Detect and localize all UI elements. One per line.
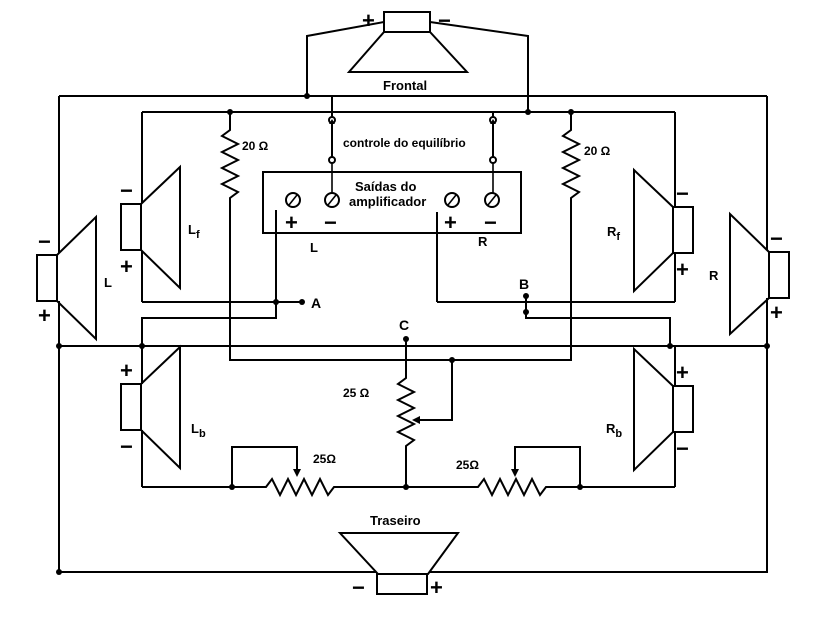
speaker-lf-sub: f — [196, 229, 200, 241]
speaker-rf-minus: − — [676, 181, 689, 206]
speaker-rf-icon — [633, 167, 694, 294]
speaker-lb-plus: + — [120, 358, 133, 383]
right-speaker-wiring — [667, 298, 770, 487]
bottom-potentiometer-left — [142, 446, 406, 498]
amplifier-label-line2: amplificador — [349, 194, 426, 209]
frontal-minus: − — [438, 8, 451, 33]
speaker-l-icon — [36, 214, 97, 342]
amplifier-label-line1: Saídas do — [355, 179, 416, 194]
speaker-r-plus: + — [770, 300, 783, 325]
traseiro-plus: + — [430, 575, 443, 600]
speaker-lf-plus: + — [120, 254, 133, 279]
speaker-l-plus: + — [38, 303, 51, 328]
speaker-rb-sub: b — [615, 428, 622, 440]
balance-control-label: controle do equilíbrio — [343, 136, 466, 150]
amp-r-minus: − — [484, 210, 497, 235]
point-c-label: C — [399, 317, 409, 333]
speaker-rf-sub: f — [616, 231, 620, 243]
resistor-20-left — [219, 112, 443, 361]
amp-r-plus: + — [444, 210, 457, 235]
amplifier-box — [262, 171, 522, 234]
balance-control-switches — [328, 116, 497, 193]
left-speaker-wiring — [56, 301, 145, 487]
speaker-lb-label: Lb — [191, 421, 206, 440]
traseiro-label: Traseiro — [370, 513, 421, 528]
outer-wiring — [58, 95, 768, 573]
speaker-l-minus: − — [38, 229, 51, 254]
resistor-20-right-label: 20 Ω — [584, 144, 611, 158]
speaker-rb-icon — [633, 346, 694, 473]
resistor-20-right — [443, 112, 582, 361]
point-b-wiring — [436, 212, 671, 346]
speaker-rf-label: Rf — [607, 224, 620, 243]
center-potentiometer — [395, 336, 453, 487]
speaker-lf-label: Lf — [188, 222, 200, 241]
point-a-label: A — [311, 295, 321, 311]
amp-l-minus: − — [324, 210, 337, 235]
speaker-lf-icon — [120, 164, 181, 291]
speaker-r-icon — [729, 211, 790, 337]
bottom-potentiometer-right — [406, 446, 675, 498]
frontal-plus: + — [362, 8, 375, 33]
point-a-wiring — [141, 210, 305, 346]
amp-terminals — [285, 192, 500, 208]
speaker-rb-minus: − — [676, 436, 689, 461]
amp-l-plus: + — [285, 210, 298, 235]
speaker-rb-label: Rb — [606, 421, 622, 440]
speaker-lb-minus: − — [120, 434, 133, 459]
resistor-20-left-label: 20 Ω — [242, 139, 269, 153]
speaker-rb-plus: + — [676, 360, 689, 385]
amp-out-r-label: R — [478, 234, 488, 249]
speaker-rf-plus: + — [676, 257, 689, 282]
speaker-r-minus: − — [770, 226, 783, 251]
speaker-lb-sub: b — [199, 428, 206, 440]
speaker-r-label: R — [709, 268, 719, 283]
traseiro-speaker-icon — [337, 532, 460, 595]
traseiro-minus: − — [352, 575, 365, 600]
frontal-label: Frontal — [383, 78, 427, 93]
amp-out-l-label: L — [310, 240, 318, 255]
frontal-speaker-icon — [346, 11, 470, 73]
resistor-25-center-label: 25 Ω — [343, 386, 370, 400]
junction-dots — [56, 93, 574, 575]
point-b-label: B — [519, 276, 529, 292]
speaker-lf-minus: − — [120, 178, 133, 203]
speaker-l-label: L — [104, 275, 112, 290]
speaker-lb-icon — [120, 344, 181, 471]
resistor-25-right-label: 25Ω — [456, 458, 479, 472]
resistor-25-left-label: 25Ω — [313, 452, 336, 466]
